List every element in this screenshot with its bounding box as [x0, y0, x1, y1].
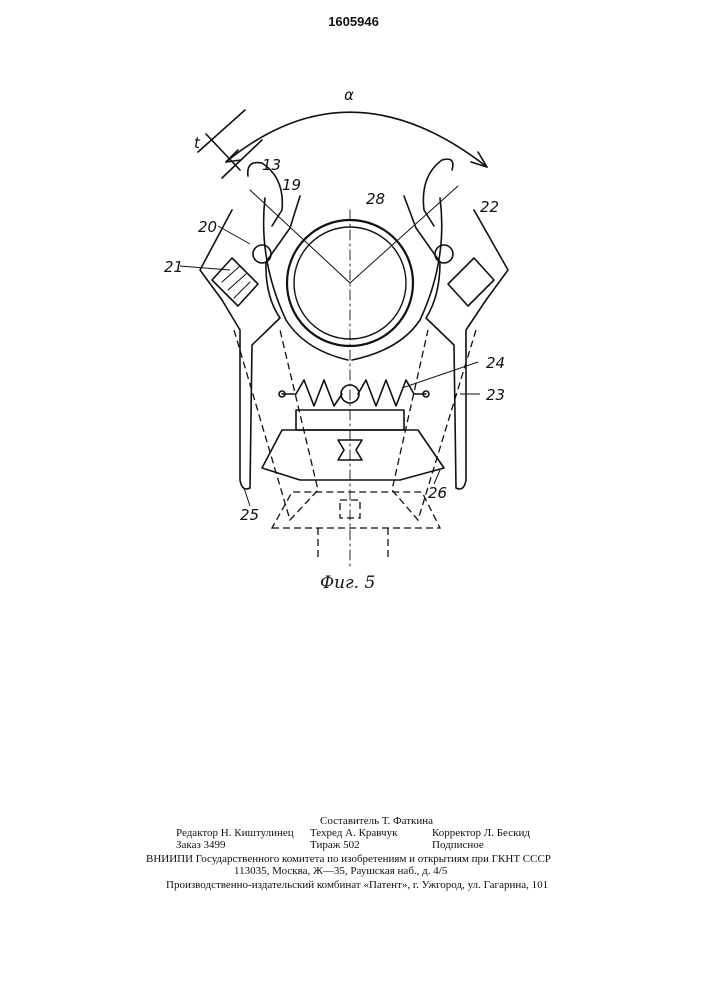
label-23: 23 — [486, 386, 505, 404]
label-20: 20 — [198, 218, 217, 236]
right-hook — [423, 159, 453, 226]
right-pivot-pin — [435, 245, 453, 263]
label-21: 21 — [164, 258, 183, 276]
left-lever-body — [200, 196, 300, 489]
label-22: 22 — [480, 198, 499, 216]
figure-caption: Фиг. 5 — [320, 573, 375, 593]
dimension-t-ext1 — [198, 110, 245, 152]
label-19: 19 — [282, 176, 301, 194]
imprint-publisher: Производственно-издательский комбинат «П… — [166, 878, 548, 892]
label-13: 13 — [262, 156, 281, 174]
imprint-order: Заказ 3499 — [176, 838, 226, 852]
left-pivot-pin — [253, 245, 271, 263]
label-26: 26 — [428, 484, 447, 502]
housing-body — [262, 430, 444, 480]
label-alpha: α — [344, 86, 354, 104]
label-25: 25 — [240, 506, 259, 524]
imprint-circulation: Тираж 502 — [310, 838, 360, 852]
label-28: 28 — [366, 190, 385, 208]
dashed-housing — [272, 492, 440, 528]
left-latch-21 — [212, 258, 258, 306]
imprint-subscription: Подписное — [432, 838, 484, 852]
right-lever-body — [404, 196, 508, 489]
imprint-address: 113035, Москва, Ж—35, Раушская наб., д. … — [234, 864, 447, 878]
label-24: 24 — [486, 354, 505, 372]
